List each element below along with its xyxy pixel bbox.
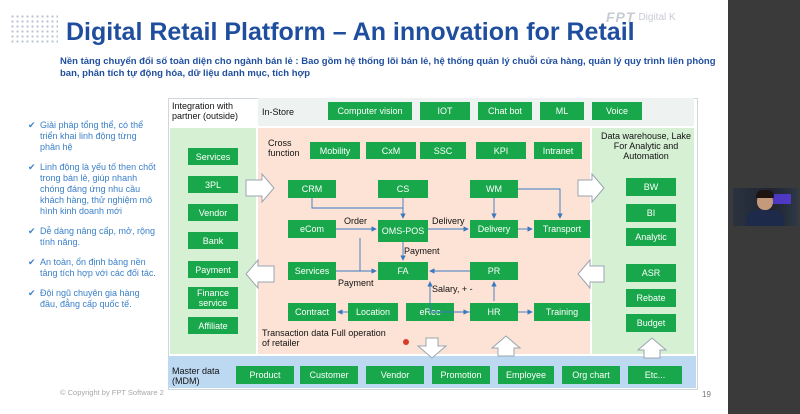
page-number: 19 [702,390,711,399]
in-store-item-chat-bot: Chat bot [478,102,532,120]
benefit-text: An toàn, ổn định bảng nền tảng tích hợp … [40,257,156,278]
benefit-text: Dễ dàng nâng cấp, mở, rộng tính năng. [40,226,155,247]
master-item-etc: Etc... [628,366,682,384]
benefit-item: ✔ An toàn, ổn định bảng nền tảng tích hợp… [28,257,156,279]
benefit-item: ✔ Giải pháp tổng thể, có thể triển khai l… [28,120,156,153]
brand-logo-text: FPT [606,9,636,25]
core-erec: eRec [406,303,454,321]
webcam-person-hair [756,190,774,198]
benefit-text: Đội ngũ chuyên gia hàng đầu, đẳng cấp qu… [40,288,140,309]
partner-item-vendor: Vendor [188,204,238,221]
core-training: Training [534,303,590,321]
core-contract: Contract [288,303,336,321]
master-item-product: Product [236,366,294,384]
checkmark-icon: ✔ [28,162,36,172]
flow-label-payment-bottom: Payment [338,278,374,288]
partner-item-bank: Bank [188,232,238,249]
partner-item-payment: Payment [188,261,238,278]
partner-item-services: Services [188,148,238,165]
transaction-label: Transaction data Full operation of retai… [262,328,386,348]
core-wm: WM [470,180,518,198]
flow-label-delivery: Delivery [432,216,465,226]
benefit-text: Linh động là yếu tố then chốt trong bán … [40,162,156,216]
webcam-person-body [746,210,784,226]
dw-item-bw: BW [626,178,676,196]
in-store-item-voice: Voice [592,102,642,120]
dot-pattern-decoration [10,14,58,44]
core-hr: HR [470,303,518,321]
benefit-item: ✔ Đội ngũ chuyên gia hàng đầu, đẳng cấp q… [28,288,156,310]
flow-label-payment-top: Payment [404,246,440,256]
master-item-customer: Customer [300,366,358,384]
brand-logo-subtext: Digital K [638,11,676,23]
slide-subtitle: Nền tảng chuyển đổi số toàn diện cho ngà… [60,56,716,79]
core-fa: FA [378,262,428,280]
partner-item-3pl: 3PL [188,176,238,193]
cross-item-kpi: KPI [476,142,526,159]
checkmark-icon: ✔ [28,288,36,298]
core-transport: Transport [534,220,590,238]
checkmark-icon: ✔ [28,226,36,236]
cross-item-ssc: SSC [420,142,466,159]
presentation-slide: Digital Retail Platform – An innovation … [0,0,728,414]
cross-function-label: Cross function [268,138,300,158]
in-store-item-ml: ML [540,102,584,120]
in-store-item-iot: IOT [420,102,470,120]
core-ecom: eCom [288,220,336,238]
core-location: Location [348,303,398,321]
master-item-org-chart: Org chart [562,366,620,384]
master-item-vendor: Vendor [366,366,424,384]
cross-item-intranet: Intranet [534,142,582,159]
benefit-item: ✔ Dễ dàng nâng cấp, mở, rộng tính năng. [28,226,156,248]
data-warehouse-label: Data warehouse, Lake For Analytic and Au… [600,131,692,161]
core-cs: CS [378,180,428,198]
webcam-sign [773,194,791,204]
benefit-list: ✔ Giải pháp tổng thể, có thể triển khai l… [28,120,156,319]
automation-item-rebate: Rebate [626,289,676,307]
core-pr: PR [470,262,518,280]
checkmark-icon: ✔ [28,120,36,130]
master-data-label: Master data (MDM) [172,366,220,386]
integration-label: Integration with partner (outside) [172,101,239,121]
dw-item-bi: BI [626,204,676,222]
master-item-promotion: Promotion [432,366,490,384]
flow-label-salary: Salary, + - [432,284,473,294]
core-delivery: Delivery [470,220,518,238]
benefit-item: ✔ Linh động là yếu tố then chốt trong bán… [28,162,156,217]
flow-label-order: Order [344,216,368,226]
copyright-text: © Copyright by FPT Software 2 [60,388,164,397]
partner-item-finance-service: Finance service [188,287,238,309]
in-store-item-computer-vision: Computer vision [328,102,412,120]
checkmark-icon: ✔ [28,257,36,267]
benefit-text: Giải pháp tổng thể, có thể triển khai li… [40,120,144,152]
cross-item-mobility: Mobility [310,142,360,159]
automation-item-asr: ASR [626,264,676,282]
slide-title: Digital Retail Platform – An innovation … [66,18,635,46]
core-oms-pos: OMS-POS [378,220,428,242]
core-crm: CRM [288,180,336,198]
dw-item-analytic: Analytic [626,228,676,246]
core-services: Services [288,262,336,280]
partner-item-affiliate: Affiliate [188,317,238,334]
automation-item-budget: Budget [626,314,676,332]
master-item-employee: Employee [498,366,554,384]
cross-item-cxm: CxM [366,142,416,159]
brand-logo: FPT Digital K [606,9,676,25]
in-store-label: In-Store [262,107,295,117]
webcam-thumbnail [733,188,798,226]
